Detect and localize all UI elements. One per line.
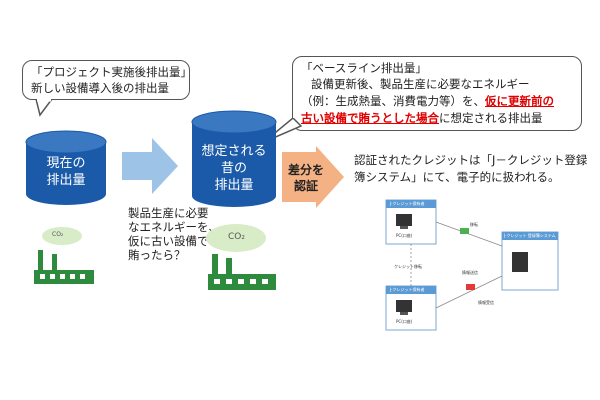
cylinder-assumed-line1: 想定される	[201, 144, 267, 159]
cylinder-assumed-label: 想定される 昔の 排出量	[190, 143, 278, 194]
cylinder-assumed-emissions	[191, 110, 277, 207]
question-text: 製品生産に必要 なエネルギーを、 仮に古い設備で 賄ったら？	[128, 206, 220, 262]
net-top-holder: J-クレジット保有者	[390, 201, 425, 206]
net-pc-top: PC(口座)	[396, 233, 413, 238]
callout-baseline-title: 「ベースライン排出量」	[301, 61, 427, 75]
question-line1: 製品生産に必要	[128, 206, 209, 220]
cylinder-current-emissions	[25, 130, 107, 205]
net-bottom-holder: J-クレジット保有者	[390, 287, 425, 292]
credit-text-line1: 認証されたクレジットは「J－クレジット登録	[354, 153, 588, 167]
cylinder-current-line2: 排出量	[46, 173, 86, 188]
factory-left-icon	[34, 227, 94, 284]
factory-left-co2: CO₂	[52, 231, 64, 238]
question-line3: 仮に古い設備で	[128, 234, 209, 248]
arrow-diff-line1: 差分を	[287, 163, 324, 177]
factory-right-co2: CO₂	[228, 232, 245, 242]
arrow-diff-label: 差分を 認証	[284, 162, 328, 194]
callout-baseline-line4: 古い設備で賄うとした場合に想定される排出量	[301, 111, 543, 126]
net-info-send: 情報送信	[462, 270, 478, 275]
callout-project-title: 「プロジェクト実施後排出量」	[31, 65, 192, 79]
callout-baseline-line2: 設備更新後、製品生産に必要なエネルギー	[311, 77, 530, 91]
net-registry: J-クレジット 登録簿システム	[504, 233, 556, 238]
callout-project-desc: 新しい設備導入後の排出量	[31, 81, 169, 95]
credit-text-line2: 簿システム」にて、電子的に扱われる。	[354, 170, 560, 184]
callout-baseline-line4-red: 古い設備で賄うとした場合	[301, 111, 439, 125]
cylinder-current-line1: 現在の	[46, 156, 86, 171]
cylinder-assumed-line2: 昔の	[220, 161, 247, 176]
net-credit-move: クレジット移転	[394, 264, 422, 269]
question-line4: 賄ったら？	[128, 248, 186, 262]
question-line2: なエネルギーを、	[128, 220, 220, 234]
arrow-diff-line2: 認証	[293, 179, 318, 193]
callout-project-emissions: 「プロジェクト実施後排出量」 新しい設備導入後の排出量	[22, 60, 192, 100]
callout-baseline-line3-red: 仮に更新前の	[485, 94, 554, 108]
net-transfer: 移転	[470, 222, 478, 227]
callout-left-tail	[35, 99, 53, 117]
cylinder-assumed-line3: 排出量	[214, 178, 254, 193]
callout-baseline-line3-prefix: （例：生成熱量、消費電力等）を、	[301, 94, 485, 108]
credit-text: 認証されたクレジットは「J－クレジット登録 簿システム」にて、電子的に扱われる。	[354, 152, 587, 186]
callout-baseline-line3: （例：生成熱量、消費電力等）を、仮に更新前の	[301, 94, 554, 109]
callout-baseline-line4-suffix: に想定される排出量	[439, 111, 543, 125]
cylinder-current-label: 現在の 排出量	[24, 155, 108, 189]
callout-baseline-emissions: 「ベースライン排出量」 設備更新後、製品生産に必要なエネルギー （例：生成熱量、…	[292, 56, 582, 131]
net-info-recv: 情報受信	[478, 300, 494, 305]
registry-network-diagram	[385, 199, 559, 331]
arrow-right-blue	[122, 138, 178, 194]
factory-right-icon	[206, 224, 276, 290]
net-pc-bottom: PC(口座)	[396, 319, 413, 324]
arrow-diff-certify	[282, 146, 344, 208]
